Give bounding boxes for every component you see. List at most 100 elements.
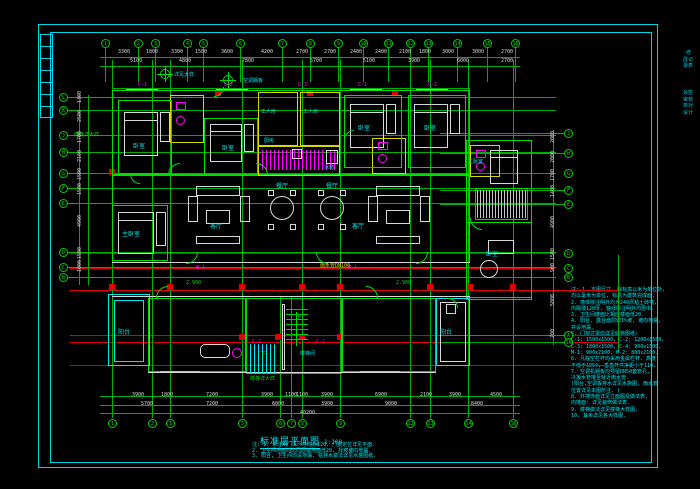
wall bbox=[360, 371, 400, 372]
axis-bubble-right: J bbox=[564, 129, 573, 138]
furniture bbox=[368, 196, 378, 222]
general-note-line: 冷凝水管接至就近雨水管. bbox=[571, 375, 630, 382]
column-marker bbox=[167, 284, 173, 290]
hatch-vertical bbox=[262, 150, 336, 170]
margin-text-line: 改记 bbox=[683, 56, 694, 63]
axis-bubble-bottom: 14 bbox=[464, 419, 473, 428]
dimension-text: 4200 bbox=[261, 49, 274, 55]
wall bbox=[408, 95, 466, 168]
axis-bubble-right: F bbox=[564, 186, 573, 195]
room-label: 卧室 bbox=[133, 143, 146, 150]
dimension-text-vertical: 1500 bbox=[550, 247, 556, 260]
grid-line-red-v bbox=[302, 85, 303, 402]
room-label: 工人房 bbox=[303, 109, 319, 115]
dimension-text: 2700 bbox=[501, 58, 514, 64]
dimension-text-vertical: 1700 bbox=[550, 168, 556, 181]
axis-stub bbox=[388, 47, 389, 82]
furniture bbox=[200, 344, 230, 358]
door-swing-arc bbox=[366, 286, 378, 298]
axis-bubble-left: D bbox=[59, 248, 68, 257]
grid-line-red-v bbox=[242, 85, 243, 402]
wall bbox=[216, 89, 248, 90]
axis-stub bbox=[240, 47, 241, 82]
dimension-text-vertical: 4900 bbox=[77, 214, 83, 227]
room-label: C-3 bbox=[298, 82, 308, 88]
furniture bbox=[490, 150, 518, 184]
room-label: 空调搁板 bbox=[243, 78, 264, 84]
dimension-text: 3900 bbox=[321, 392, 334, 398]
grid-line-red-v bbox=[152, 85, 153, 400]
axis-stub bbox=[468, 376, 469, 418]
axis-stub bbox=[152, 376, 153, 418]
wall bbox=[114, 300, 144, 362]
axis-bubble-right: B bbox=[564, 273, 573, 282]
axis-stub bbox=[457, 47, 458, 82]
margin-text-line: 会签 bbox=[683, 90, 694, 96]
axis-line-v bbox=[513, 60, 514, 376]
furniture bbox=[320, 196, 344, 220]
axis-line-h bbox=[67, 267, 556, 268]
wall bbox=[258, 146, 340, 176]
grid-line-red-h bbox=[70, 203, 555, 204]
furniture bbox=[420, 196, 430, 222]
axis-line-v bbox=[468, 60, 469, 376]
dimension-text: 7800 bbox=[242, 58, 255, 64]
axis-bubble-top: 1 bbox=[101, 39, 110, 48]
axis-line-v bbox=[79, 95, 80, 285]
axis-target-icon bbox=[228, 72, 229, 88]
furniture bbox=[340, 190, 346, 196]
grid-line-red-v bbox=[430, 85, 431, 400]
furniture bbox=[196, 236, 240, 244]
grid-line-red-v bbox=[112, 85, 113, 400]
column-marker bbox=[109, 284, 115, 290]
axis-bubble-left: C bbox=[59, 263, 68, 272]
axis-line-h bbox=[440, 342, 564, 343]
general-note-line: 位置详见本图所注. ) bbox=[571, 387, 621, 394]
axis-line-h bbox=[67, 173, 556, 174]
axis-line-v bbox=[410, 60, 411, 376]
axis-line-h bbox=[440, 204, 564, 205]
furniture bbox=[376, 236, 420, 244]
dimension-text: 3600 bbox=[221, 49, 234, 55]
drawing-scale: 1:100 bbox=[324, 439, 343, 446]
wall bbox=[108, 294, 150, 366]
axis-bubble-top: 2 bbox=[134, 39, 143, 48]
dimension-text-vertical: 4900 bbox=[550, 215, 556, 228]
furniture bbox=[124, 112, 158, 121]
room-label: M-1 bbox=[348, 265, 358, 271]
axis-bubble-bottom: 13 bbox=[426, 419, 435, 428]
axis-bubble-bottom: 8 bbox=[298, 419, 307, 428]
room-label: C-2 bbox=[316, 339, 326, 345]
general-note-line: 内隔墙120厚, 轴线除注明外均居中. bbox=[571, 305, 655, 312]
room-label: 餐厅 bbox=[326, 183, 339, 190]
dimension-text: 2100 bbox=[420, 392, 433, 398]
furniture bbox=[188, 196, 198, 222]
room-label: 餐厅 bbox=[276, 183, 289, 190]
room-label: 楼梯详大样 bbox=[250, 376, 276, 382]
dimension-text: 8400 bbox=[471, 401, 484, 407]
dimension-text: 1100 bbox=[296, 392, 309, 398]
room-label: 卧室 bbox=[486, 251, 499, 258]
fixture bbox=[378, 154, 387, 163]
furniture bbox=[414, 104, 448, 148]
column-marker bbox=[307, 90, 313, 96]
furniture bbox=[290, 190, 296, 196]
column-marker bbox=[215, 90, 221, 96]
room-label: 雨水管DN100 bbox=[320, 263, 351, 269]
dimension-text-vertical: 1500 bbox=[77, 167, 83, 180]
furniture bbox=[210, 124, 242, 132]
axis-bubble-top: 3 bbox=[151, 39, 160, 48]
door-swing-arc bbox=[156, 286, 168, 298]
room-label: M-1 bbox=[196, 265, 206, 271]
furniture bbox=[386, 210, 410, 224]
furniture bbox=[326, 150, 338, 164]
axis-bubble-bottom: 12 bbox=[406, 419, 415, 428]
dimension-text-vertical: 1300 bbox=[77, 90, 83, 103]
furniture bbox=[414, 104, 448, 113]
axis-stub bbox=[338, 47, 339, 82]
dimension-text: 5100 bbox=[363, 58, 376, 64]
column-marker bbox=[337, 334, 343, 340]
binding-strip-cell bbox=[40, 70, 53, 71]
room-label: C-1 bbox=[358, 82, 368, 88]
margin-text-line: 录表 bbox=[683, 63, 694, 69]
